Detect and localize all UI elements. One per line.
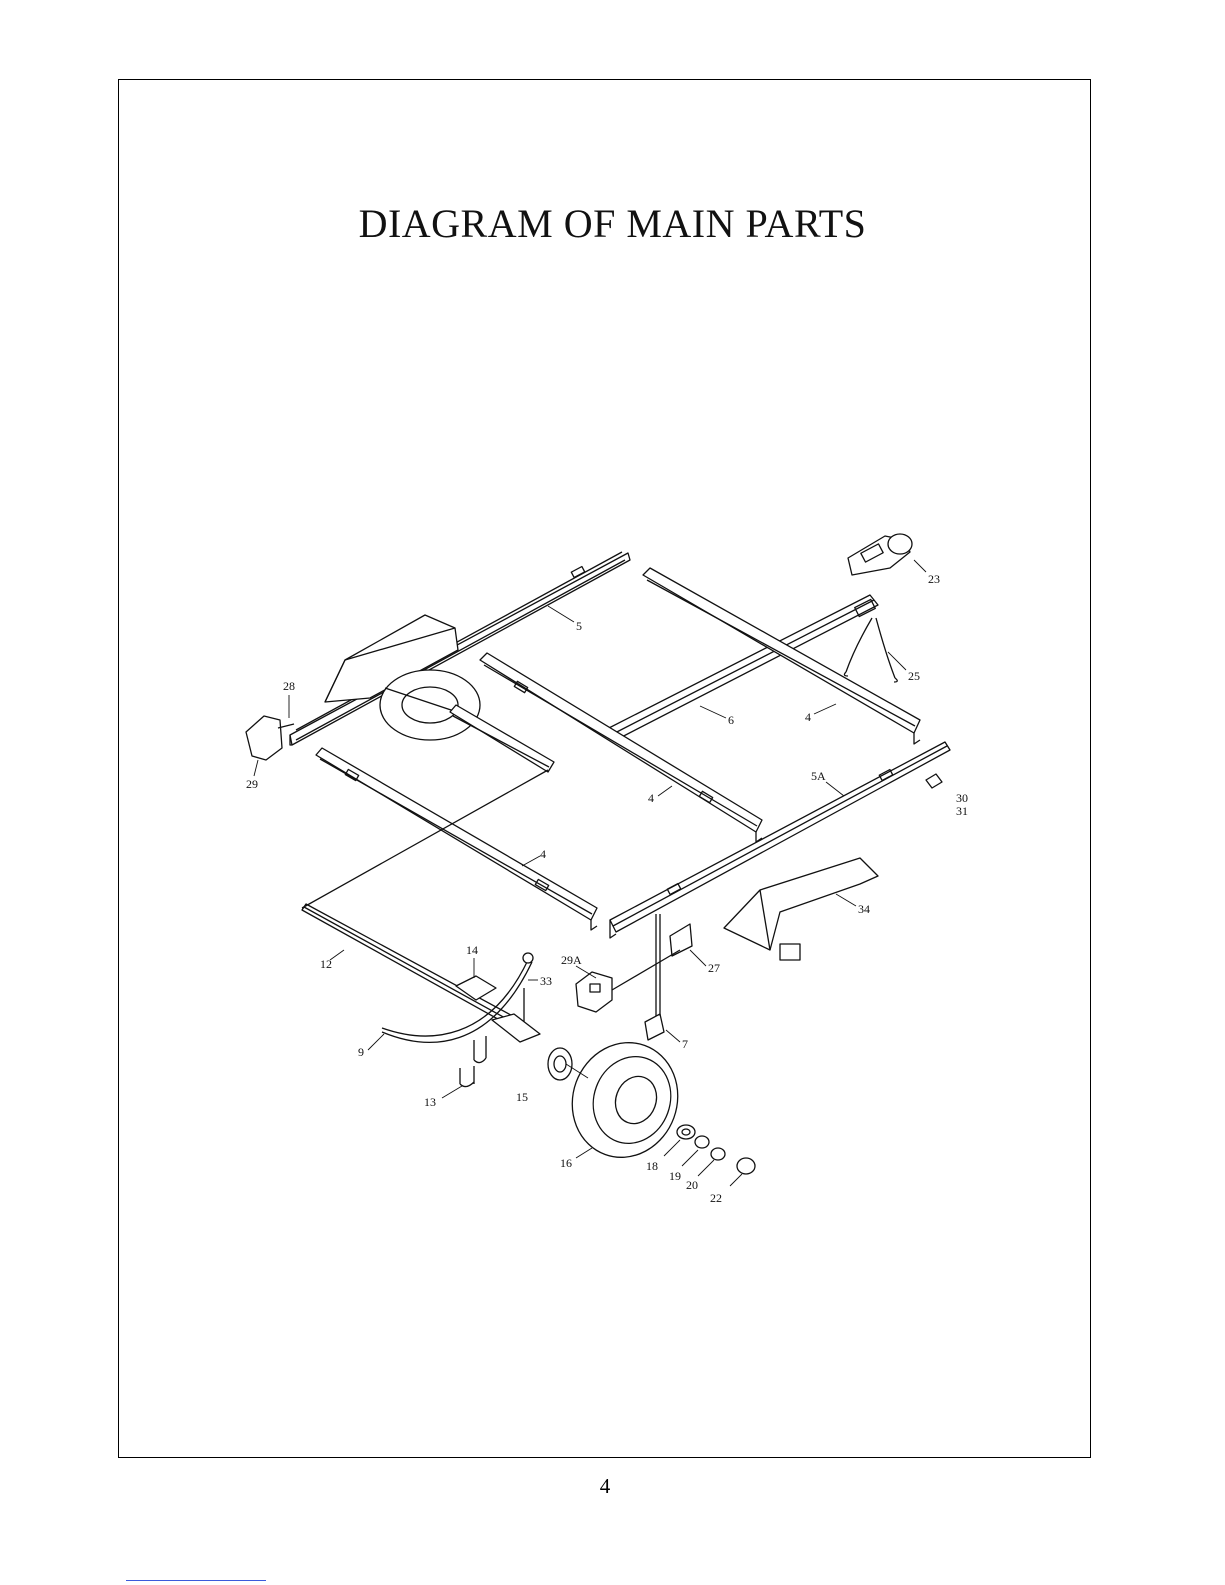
part-label: 14: [466, 943, 478, 957]
crossmember-short: [450, 705, 554, 772]
part-label: 34: [858, 902, 870, 916]
crossmember-4-left: [316, 748, 597, 930]
tail-light-29: [246, 716, 294, 760]
part-label: 22: [710, 1191, 722, 1205]
bulb-30: [926, 774, 942, 788]
part-label: 6: [728, 713, 734, 727]
part-label: 5A: [811, 769, 826, 783]
part-label: 4: [540, 847, 546, 861]
dust-cap-22: [737, 1158, 755, 1174]
u-bolt-13: [460, 1036, 486, 1087]
part-label: 25: [908, 669, 920, 683]
nut-20: [711, 1148, 725, 1160]
center-beam-6: [605, 595, 878, 742]
part-label: 30: [956, 791, 968, 805]
page-number: 4: [0, 1474, 1210, 1499]
part-label: 19: [669, 1169, 681, 1183]
part-label: 20: [686, 1178, 698, 1192]
wheel-16: [556, 1028, 693, 1173]
part-label: 4: [648, 791, 654, 805]
safety-chain-25: [844, 618, 897, 682]
footer-link-underline[interactable]: [126, 1580, 266, 1581]
part-label: 27: [708, 961, 720, 975]
spare-wheel: [380, 670, 480, 740]
tail-light-29A: [576, 972, 612, 1012]
part-label: 9: [358, 1045, 364, 1059]
part-label: 12: [320, 957, 332, 971]
part-label: 7: [682, 1037, 688, 1051]
part-label: 31: [956, 804, 968, 818]
fender-34: [724, 858, 878, 960]
bracket-27: [612, 914, 692, 1022]
part-label: 29: [246, 777, 258, 791]
spindle: [492, 1014, 540, 1042]
part-label: 33: [540, 974, 552, 988]
part-label: 4: [805, 710, 811, 724]
washer-19: [695, 1136, 709, 1148]
part-label: 18: [646, 1159, 658, 1173]
crossmember-4-right: [643, 568, 920, 744]
bearing-18: [677, 1125, 695, 1139]
part-label: 28: [283, 679, 295, 693]
bracket-7: [645, 1014, 664, 1040]
hub-15: [548, 1048, 572, 1080]
part-label: 16: [560, 1156, 572, 1170]
part-label: 15: [516, 1090, 528, 1104]
coupler-23: [848, 534, 912, 575]
part-label: 29A: [561, 953, 582, 967]
part-label: 5: [576, 619, 582, 633]
part-label: 13: [424, 1095, 436, 1109]
part-label: 23: [928, 572, 940, 586]
